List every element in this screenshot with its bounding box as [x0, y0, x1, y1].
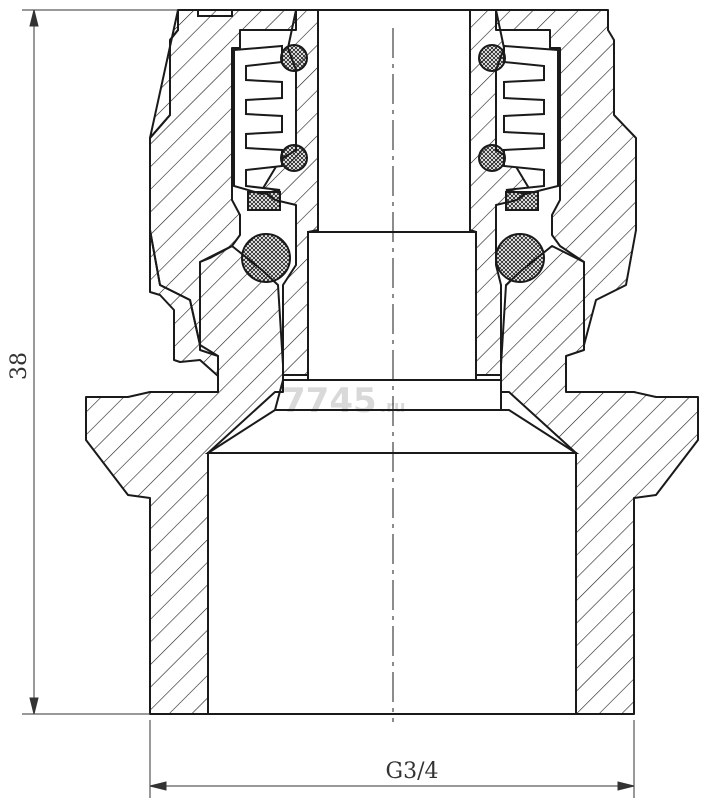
watermark: 7745 .ru: [282, 381, 405, 421]
press-sleeve-left: [149, 9, 297, 377]
dimension-thread-label: G3/4: [386, 759, 439, 784]
o-ring-middle-left: [280, 144, 308, 172]
body-left-half: [85, 245, 284, 715]
arrowhead-left: [149, 781, 167, 791]
washer-right: [505, 191, 539, 211]
bore-outlines: [150, 9, 634, 715]
o-ring-large-left: [241, 233, 291, 283]
watermark-main: 7745: [282, 381, 377, 421]
dimension-thread: [149, 720, 635, 798]
sleeve-tab: [197, 9, 233, 17]
retaining-washers: [247, 191, 539, 211]
body-right-half: [500, 245, 699, 715]
arrowhead-right: [617, 781, 635, 791]
o-ring-upper-left: [280, 44, 308, 72]
arrowhead-bottom: [29, 697, 39, 715]
press-sleeve-right: [495, 9, 637, 346]
grip-ring-right: [503, 44, 559, 196]
bore-chamfer: [204, 409, 580, 454]
dimension-height-label: 38: [7, 352, 32, 380]
thread-bore: [207, 452, 577, 715]
o-ring-middle-right: [478, 144, 506, 172]
dimension-height: [22, 9, 178, 715]
large-o-rings: [241, 233, 545, 283]
grip-ring-left: [233, 44, 283, 196]
washer-left: [247, 191, 281, 211]
pipe-bore-lower: [307, 231, 477, 381]
o-ring-large-right: [495, 233, 545, 283]
small-o-rings: [280, 44, 506, 172]
arrowhead-top: [29, 9, 39, 27]
o-ring-upper-right: [478, 44, 506, 72]
pipe-bore-upper: [317, 9, 471, 233]
